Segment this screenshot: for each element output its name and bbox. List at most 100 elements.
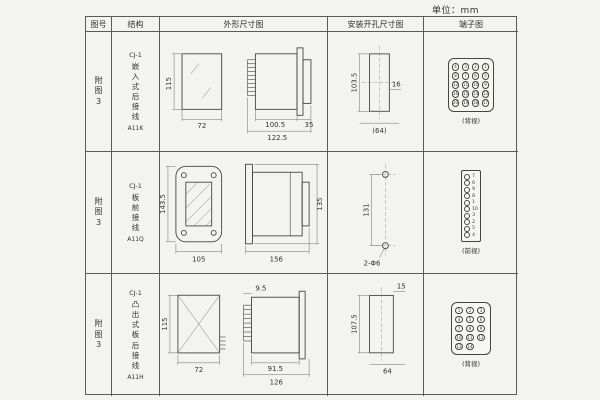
terminal-pin: 3 [464, 213, 478, 219]
outline-drawing-a11q: 143.5 105 156 135 [160, 163, 324, 264]
terminal-pin: 8 [464, 194, 478, 200]
terminal-pin: 20 [451, 99, 460, 107]
header-mounting-dims: 安装开孔尺寸图 [328, 17, 424, 32]
terminal-pin: 19 [461, 99, 470, 107]
terminal-pin: 15 [461, 90, 470, 98]
outline-drawing-a11k: 115 72 100.5 35 [165, 47, 314, 142]
fig-no-label: 附图3 [94, 75, 103, 106]
model-label: CJ-1 [129, 181, 142, 190]
structure-label: 板前接线 [131, 192, 140, 233]
fig-no-label: 附图3 [94, 196, 103, 227]
terminal-pin: 9 [481, 81, 490, 89]
dim-label: 72 [194, 365, 203, 373]
terminal-pin: 16 [451, 90, 460, 98]
dim-label: 16 [392, 81, 401, 89]
terminal-pin: 7 [461, 72, 470, 80]
terminal-view-label: (背视) [461, 116, 481, 125]
header-structure: 结构 [112, 17, 160, 32]
dim-label: 122.5 [267, 134, 287, 142]
terminal-pin: 8 [466, 324, 474, 333]
structure-code: A11K [127, 125, 144, 133]
terminal-pin: 6 [464, 181, 478, 187]
dim-label: 15 [397, 282, 406, 290]
dim-label: 143.5 [160, 194, 167, 214]
outline-drawing-cell-a11k: 115 72 100.5 35 [160, 32, 328, 152]
dim-label: 35 [305, 121, 314, 129]
dim-label: 9.5 [255, 284, 266, 292]
structure-cell-a11k: CJ-1 嵌入式后接线 A11K [112, 32, 160, 152]
terminal-pin: 2 [471, 63, 480, 71]
fig-no-cell-row3: 附图3 [86, 274, 112, 396]
terminal-pin: 5 [481, 72, 490, 80]
dim-label: 100.5 [265, 121, 285, 129]
terminal-pin: 9 [464, 187, 478, 193]
terminal-pin: 12 [477, 333, 485, 342]
terminal-pin: 2 [466, 306, 474, 315]
structure-cell-a11h: CJ-1 凸出式板后接线 A11H [112, 274, 160, 396]
model-label: CJ-1 [129, 289, 142, 298]
terminal-pin: 6 [477, 315, 485, 324]
mounting-drawing-cell-a11q: 131 2-Φ6 [328, 152, 424, 274]
dim-label: 156 [270, 256, 283, 264]
header-terminal-diagram: 端子图 [424, 17, 518, 32]
dim-label: 115 [165, 77, 173, 90]
terminal-pin: 7 [464, 174, 478, 180]
fig-no-cell-row1: 附图3 [86, 32, 112, 152]
mounting-drawing-cell-a11k: 103.5 16 (64) [328, 32, 424, 152]
terminal-view-label: (背视) [461, 360, 481, 369]
dim-label: 131 [363, 203, 371, 216]
dim-label: 107.5 [351, 314, 359, 334]
dim-label: 126 [270, 378, 283, 386]
terminal-pin: 3 [477, 306, 485, 315]
terminal-pin: 3 [461, 63, 470, 71]
terminal-pin: 8 [451, 72, 460, 80]
outline-drawing-a11h: 115 72 9.5 91.5 [161, 284, 310, 386]
unit-label: 单位：mm [432, 6, 480, 16]
terminal-pin: 14 [466, 342, 474, 351]
dim-label: 64 [383, 367, 392, 375]
spec-table: 图号 结构 外形尺寸图 安装开孔尺寸图 端子图 附图3 CJ-1 嵌入式后接线 … [85, 16, 518, 396]
terminal-pin: 14 [471, 90, 480, 98]
mounting-drawing-cell-a11h: 107.5 15 64 [328, 274, 424, 396]
terminal-pin: 17 [481, 99, 490, 107]
dim-label: 72 [197, 122, 206, 130]
terminal-pin: 11 [466, 333, 474, 342]
fig-no-cell-row2: 附图3 [86, 152, 112, 274]
terminal-pin: 12 [451, 81, 460, 89]
header-fig-no: 图号 [86, 17, 112, 32]
mounting-drawing-a11q: 131 2-Φ6 [363, 164, 396, 267]
dim-label: 2-Φ6 [364, 259, 381, 267]
terminal-pin: 5 [466, 315, 474, 324]
terminal-pin: 1 [464, 200, 478, 206]
dim-label: (64) [372, 127, 386, 135]
fig-no-label: 附图3 [94, 319, 103, 350]
header-outline-dims: 外形尺寸图 [160, 17, 328, 32]
dim-label: 135 [316, 197, 324, 210]
structure-cell-a11q: CJ-1 板前接线 A11Q [112, 152, 160, 274]
outline-drawing-cell-a11h: 115 72 9.5 91.5 [160, 274, 328, 396]
terminal-pin: 13 [481, 90, 490, 98]
terminal-pin: 7 [455, 324, 463, 333]
terminal-pin: 1 [455, 306, 463, 315]
terminal-pin: 4 [451, 63, 460, 71]
terminal-pin: 18 [471, 99, 480, 107]
mounting-drawing-a11k: 103.5 16 (64) [351, 45, 402, 135]
model-label: CJ-1 [129, 50, 142, 59]
dim-label: 103.5 [351, 73, 359, 93]
terminal-pin: 6 [471, 72, 480, 80]
terminal-pin: 4 [455, 315, 463, 324]
dim-label: 91.5 [268, 364, 283, 372]
terminal-pin: 10 [464, 207, 478, 213]
terminal-pin: 10 [455, 333, 463, 342]
terminal-pin: 5 [464, 226, 478, 232]
terminal-pin: 13 [455, 342, 463, 351]
structure-code: A11H [127, 373, 144, 381]
terminal-pin: 10 [471, 81, 480, 89]
terminal-pin: 11 [461, 81, 470, 89]
mounting-drawing-a11h: 107.5 15 64 [351, 282, 406, 375]
structure-label: 嵌入式后接线 [131, 61, 140, 122]
